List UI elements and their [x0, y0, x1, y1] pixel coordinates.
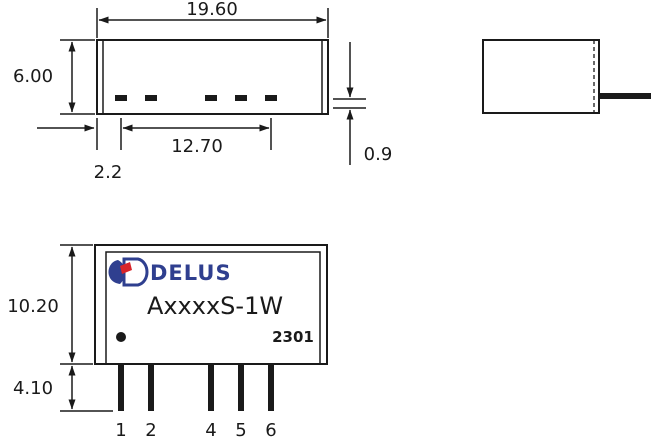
pin-span-label: 12.70 — [171, 136, 223, 157]
pin-span-dimension — [120, 118, 272, 150]
body-height-dimension — [60, 244, 93, 365]
delus-logo-icon — [108, 257, 149, 287]
pad-1 — [115, 95, 127, 101]
body-height-label: 10.20 — [7, 296, 59, 317]
front-view-label-outline — [105, 251, 321, 364]
pin-offset-dimension — [37, 118, 98, 150]
pin-4 — [208, 364, 214, 411]
height-label: 6.00 — [13, 66, 53, 87]
top-view — [96, 39, 329, 115]
pin-number-2: 2 — [145, 420, 156, 438]
top-view-pads — [115, 95, 277, 101]
pin-number-5: 5 — [235, 420, 246, 438]
side-view-body — [482, 39, 600, 114]
pin-1 — [118, 364, 124, 411]
pin-5 — [238, 364, 244, 411]
pin1-marker-dot — [116, 332, 126, 342]
side-view-lead — [599, 93, 651, 99]
pin-length-dimension — [60, 365, 113, 412]
length-label: 19.60 — [186, 0, 238, 20]
brand-name: DELUS — [150, 261, 232, 285]
standoff-dimension — [333, 42, 366, 165]
height-dimension — [60, 39, 95, 115]
standoff-label: 0.9 — [364, 144, 393, 165]
side-view — [482, 39, 600, 114]
pad-6 — [265, 95, 277, 101]
pin-offset-label: 2.2 — [94, 162, 123, 183]
front-view-pins — [118, 364, 274, 411]
model-number: AxxxxS-1W — [147, 292, 283, 320]
pin-2 — [148, 364, 154, 411]
top-view-body — [96, 39, 329, 115]
pad-2 — [145, 95, 157, 101]
pad-4 — [205, 95, 217, 101]
length-dimension — [96, 8, 329, 38]
pad-5 — [235, 95, 247, 101]
date-code: 2301 — [272, 328, 314, 346]
pin-length-label: 4.10 — [13, 378, 53, 399]
pin-6 — [268, 364, 274, 411]
pin-number-4: 4 — [205, 420, 216, 438]
pin-number-6: 6 — [265, 420, 276, 438]
pin-number-1: 1 — [115, 420, 126, 438]
